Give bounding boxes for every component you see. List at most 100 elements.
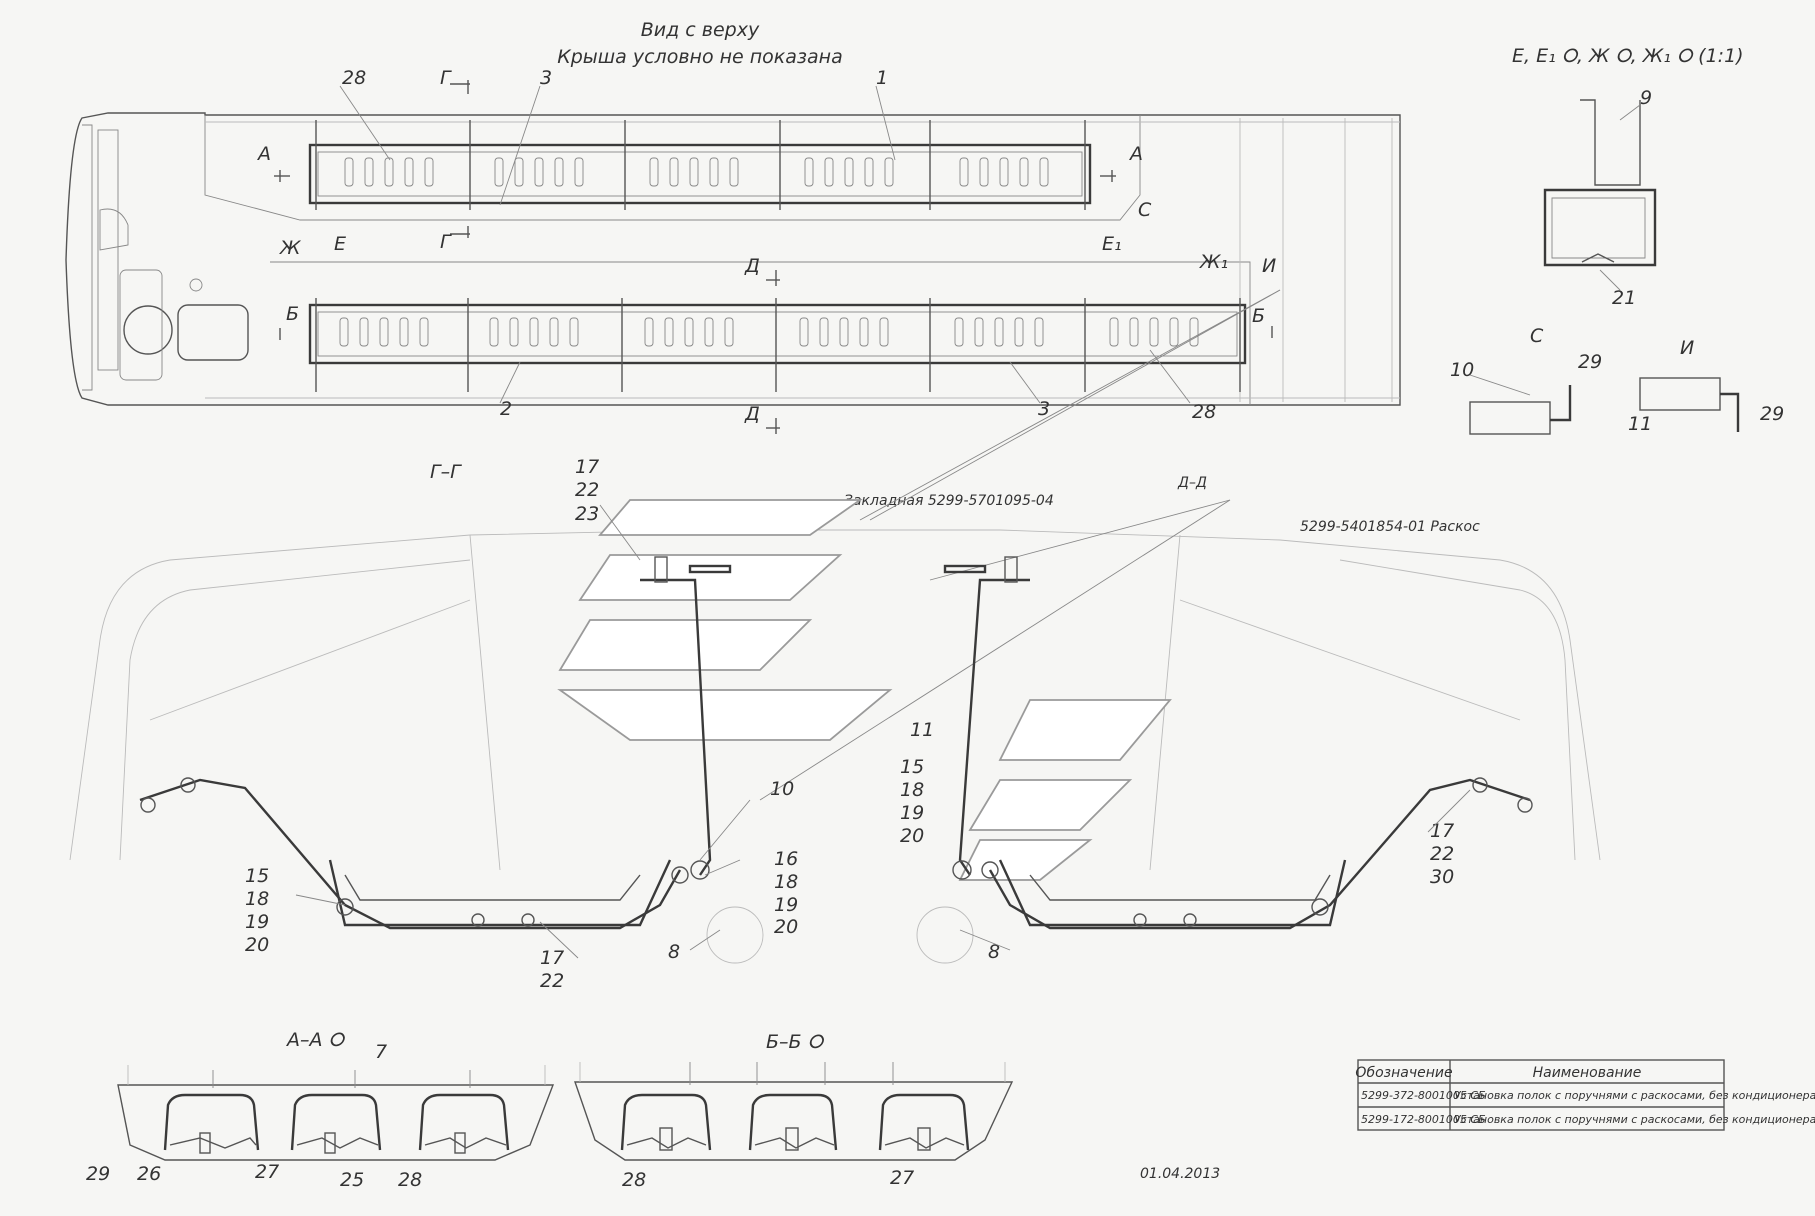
windshield [82, 124, 93, 391]
section-title-bb: Б–Б ⭘ [766, 1031, 825, 1053]
left-shelf-section [139, 556, 764, 964]
section-cut-markers [274, 80, 1273, 434]
handrail-ghost [916, 906, 974, 964]
clamp [1517, 797, 1533, 813]
right-tray-inner [1029, 874, 1331, 901]
right-tube [988, 778, 1531, 930]
cabin-left-aisle [204, 115, 1141, 221]
section-mark-zh: Ж [279, 237, 302, 259]
section-mark-d-top: Д [744, 255, 760, 277]
clamp [1311, 898, 1329, 916]
bb-body [574, 1081, 1014, 1161]
spec-row-1-designation: 5299-372-8001005 СБ [1361, 1089, 1486, 1102]
view-title: Вид с верху [641, 19, 760, 41]
callout-15-left: 15 [245, 865, 269, 887]
section-title-gg: Г–Г [430, 461, 462, 483]
right-tray [998, 859, 1347, 927]
section-mark-b-right: Б [1252, 305, 1265, 327]
clamp [1133, 913, 1147, 927]
clamp [521, 913, 535, 927]
detail-s-title: С [1530, 325, 1544, 347]
callout-11: 11 [910, 719, 934, 741]
callout-3-top: 3 [540, 67, 552, 89]
detail-i-title: И [1680, 337, 1694, 359]
callout-8-right: 8 [988, 941, 1000, 963]
leader [1599, 269, 1621, 291]
callout-20-lower: 20 [774, 916, 798, 938]
clamp [952, 860, 972, 880]
callout-28-bb: 28 [622, 1169, 646, 1191]
callout-22-gg: 22 [575, 479, 599, 501]
callout-19-left: 19 [245, 911, 269, 933]
driver-console [119, 269, 163, 381]
section-callout-leaders [295, 504, 1471, 959]
callout-21: 21 [1612, 287, 1636, 309]
clamp [671, 866, 689, 884]
top-callout-leaders [339, 85, 1191, 404]
section-title-dd: Д–Д [1177, 475, 1207, 491]
shelf-inner [317, 151, 1083, 197]
section-mark-g-bottom: Г [440, 231, 452, 253]
callout-25: 25 [340, 1169, 364, 1191]
callout-29-detail-s: 29 [1578, 351, 1602, 373]
shelf-frame [308, 143, 1092, 205]
callout-17-right: 17 [1430, 820, 1454, 842]
aa-tray [163, 1070, 510, 1154]
callout-10: 10 [770, 778, 794, 800]
driver-seat [177, 304, 249, 361]
clamp [140, 797, 156, 813]
view-subtitle: Крыша условно не показана [557, 46, 843, 68]
callout-29-detail-i: 29 [1760, 403, 1784, 425]
section-mark-zh1: Ж₁ [1199, 251, 1228, 273]
spec-header-designation: Обозначение [1355, 1065, 1452, 1081]
callout-29-aa: 29 [86, 1163, 110, 1185]
section-mark-g-top: Г [440, 67, 452, 89]
spec-row-2-designation: 5299-172-8001005 СБ [1361, 1113, 1486, 1126]
mirror-mount [99, 208, 129, 251]
shelf-slots [339, 317, 1199, 347]
callout-27-bb: 27 [890, 1167, 914, 1189]
callout-22-right: 22 [1430, 843, 1454, 865]
callout-23-gg: 23 [575, 503, 599, 525]
section-mark-i: И [1262, 255, 1276, 277]
bus-top-view: Вид с верху Крыша условно не показана [65, 19, 1401, 434]
right-shelf-section [916, 556, 1533, 964]
section-mark-d-bottom: Д [744, 403, 760, 425]
callout-7: 7 [375, 1041, 387, 1063]
callout-10-detail: 10 [1450, 359, 1474, 381]
zakladnaya-right [943, 564, 987, 574]
left-hanger-bolt [654, 556, 668, 583]
callout-18-mid: 18 [900, 779, 924, 801]
handrail-ghost [706, 906, 764, 964]
callout-9: 9 [1640, 87, 1652, 109]
cross-section-gg-dd: Г–Г Д–Д Закладная 5299-5701095-04 5299-5… [69, 289, 1601, 992]
callout-20-mid: 20 [900, 825, 924, 847]
callout-3-bottom: 3 [1038, 398, 1050, 420]
section-aa: А–А ⭘ 7 29 26 27 25 28 [86, 1029, 555, 1191]
callout-28-top: 28 [342, 67, 366, 89]
shelf-frame [308, 303, 1247, 365]
cabin-right-aisle [270, 261, 1251, 405]
detail-title: Е, Е₁ ⭘, Ж ⭘, Ж₁ ⭘ (1:1) [1512, 45, 1744, 67]
drawing-date: 01.04.2013 [1140, 1166, 1220, 1182]
callout-17-gg: 17 [575, 456, 599, 478]
roof-inner-line [119, 559, 1576, 861]
detail-inner [1551, 197, 1646, 259]
callout-20-left: 20 [245, 934, 269, 956]
right-hanger-bolt [1004, 556, 1018, 583]
detail-bracket [1543, 188, 1657, 267]
section-mark-s: С [1138, 199, 1152, 221]
section-leader-lines [759, 289, 1281, 801]
callout-18-left: 18 [245, 888, 269, 910]
zakladnaya-left [688, 564, 732, 574]
callout-1: 1 [876, 67, 888, 89]
shelf-inner [317, 311, 1238, 357]
clamp [690, 860, 710, 880]
aa-body [117, 1084, 555, 1161]
section-mark-b-left: Б [286, 303, 299, 325]
section-title-aa: А–А ⭘ [285, 1029, 346, 1051]
callout-18-lower: 18 [774, 871, 798, 893]
steering-wheel [123, 305, 173, 355]
detail-fastener [1581, 253, 1615, 263]
